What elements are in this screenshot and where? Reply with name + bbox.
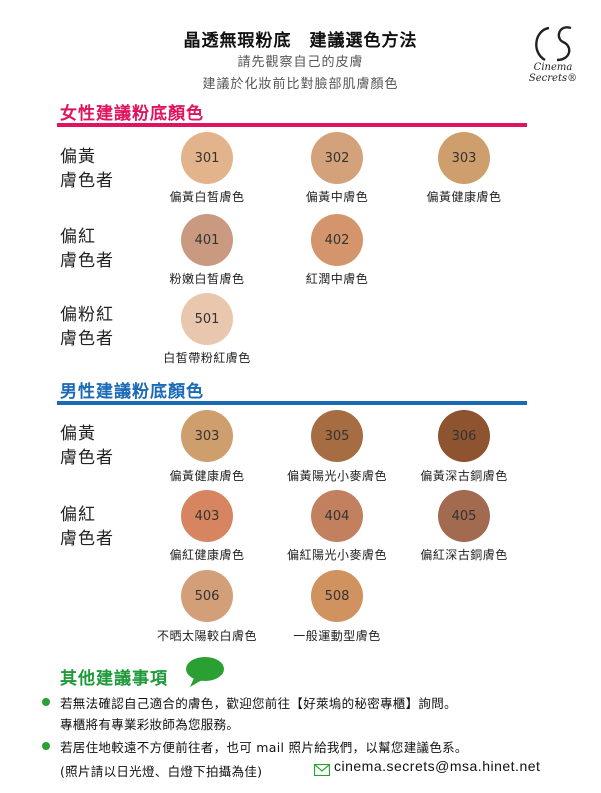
swatch-code: 306 xyxy=(451,428,477,444)
men-section-heading: 男性建議粉底顏色 xyxy=(60,382,204,402)
cinema-secrets-logo xyxy=(535,26,572,62)
women-group-pink: 偏粉紅 膚色者 xyxy=(60,303,114,351)
men-group-red: 偏紅 膚色者 xyxy=(60,503,114,551)
group-label-line1: 偏黃 xyxy=(60,424,96,444)
women-group-yellow: 偏黃 膚色者 xyxy=(60,145,114,193)
swatch-caption: 白皙帶粉紅膚色 xyxy=(163,351,251,365)
other-suggestions-heading: 其他建議事項 xyxy=(60,669,168,689)
swatch-caption: 不晒太陽較白膚色 xyxy=(156,629,257,643)
swatch-code: 301 xyxy=(194,150,220,166)
bullet-dot xyxy=(42,698,50,706)
group-label-line1: 偏紅 xyxy=(60,505,96,525)
note-1-line2: 專櫃將有專業彩妝師為您服務。 xyxy=(60,717,240,732)
women-section-heading: 女性建議粉底顏色 xyxy=(60,104,204,124)
women-section-rule xyxy=(57,123,527,127)
swatch-301: 301 xyxy=(181,132,233,184)
swatch-403: 403 xyxy=(181,490,233,542)
swatch-code: 404 xyxy=(324,508,350,524)
swatch-code: 508 xyxy=(324,588,350,604)
men-group-yellow: 偏黃 膚色者 xyxy=(60,422,114,470)
swatch-caption: 偏黃白皙膚色 xyxy=(169,190,245,204)
swatch-caption: 偏黃健康膚色 xyxy=(426,190,502,204)
men-section-rule xyxy=(57,401,527,405)
swatch-caption: 偏黃陽光小麥膚色 xyxy=(286,469,387,483)
group-label-line2: 膚色者 xyxy=(60,448,114,468)
swatch-code: 403 xyxy=(194,508,220,524)
swatch-caption: 偏黃健康膚色 xyxy=(169,469,245,483)
swatch-508: 508 xyxy=(311,570,363,622)
swatch-code: 501 xyxy=(194,311,220,327)
group-label-line2: 膚色者 xyxy=(60,251,114,271)
swatch-caption: 偏紅深古銅膚色 xyxy=(420,548,508,562)
swatch-code: 405 xyxy=(451,508,477,524)
swatch-303: 303 xyxy=(181,410,233,462)
swatch-305: 305 xyxy=(311,410,363,462)
bullet-dot xyxy=(42,742,50,750)
swatch-code: 401 xyxy=(194,232,220,248)
subtitle-observe-skin: 請先觀察自己的皮膚 xyxy=(237,55,364,70)
swatch-code: 506 xyxy=(194,588,220,604)
swatch-caption: 偏黃深古銅膚色 xyxy=(420,469,508,483)
swatch-code: 302 xyxy=(324,150,350,166)
swatch-402: 402 xyxy=(311,214,363,266)
group-label-line2: 膚色者 xyxy=(60,171,114,191)
swatch-401: 401 xyxy=(181,214,233,266)
swatch-303: 303 xyxy=(438,132,490,184)
email-link[interactable]: cinema.secrets@msa.hinet.net xyxy=(334,758,541,774)
swatch-302: 302 xyxy=(311,132,363,184)
swatch-404: 404 xyxy=(311,490,363,542)
swatch-405: 405 xyxy=(438,490,490,542)
swatch-caption: 偏紅健康膚色 xyxy=(169,548,245,562)
page-title: 晶透無瑕粉底 建議選色方法 xyxy=(183,31,418,51)
swatch-caption: 偏黃中膚色 xyxy=(305,190,369,204)
note-2-line2: (照片請以日光燈、白燈下拍攝為佳) xyxy=(60,764,263,779)
logo-wordmark: Cinema Secrets® xyxy=(528,62,578,84)
speech-bubble-icon xyxy=(186,657,224,687)
group-label-line1: 偏粉紅 xyxy=(60,305,114,325)
swatch-501: 501 xyxy=(181,293,233,345)
swatch-caption: 偏紅陽光小麥膚色 xyxy=(286,548,387,562)
swatch-code: 303 xyxy=(194,428,220,444)
swatch-506: 506 xyxy=(181,570,233,622)
mail-icon xyxy=(314,764,330,776)
subtitle-compare-face: 建議於化妝前比對臉部肌膚顏色 xyxy=(202,77,399,92)
swatch-caption: 一般運動型膚色 xyxy=(293,629,381,643)
note-2-line1: 若居住地較遠不方便前往者，也可 mail 照片給我們，以幫您建議色系。 xyxy=(60,740,468,755)
swatch-306: 306 xyxy=(438,410,490,462)
group-label-line2: 膚色者 xyxy=(60,329,114,349)
swatch-code: 402 xyxy=(324,232,350,248)
group-label-line1: 偏黃 xyxy=(60,147,96,167)
women-group-red: 偏紅 膚色者 xyxy=(60,225,114,273)
swatch-code: 303 xyxy=(451,150,477,166)
swatch-caption: 粉嫩白皙膚色 xyxy=(169,272,245,286)
swatch-code: 305 xyxy=(324,428,350,444)
note-1-line1: 若無法確認自己適合的膚色，歡迎您前往【好萊塢的秘密專櫃】詢問。 xyxy=(60,696,457,711)
swatch-caption: 紅潤中膚色 xyxy=(305,272,369,286)
group-label-line1: 偏紅 xyxy=(60,227,96,247)
group-label-line2: 膚色者 xyxy=(60,529,114,549)
